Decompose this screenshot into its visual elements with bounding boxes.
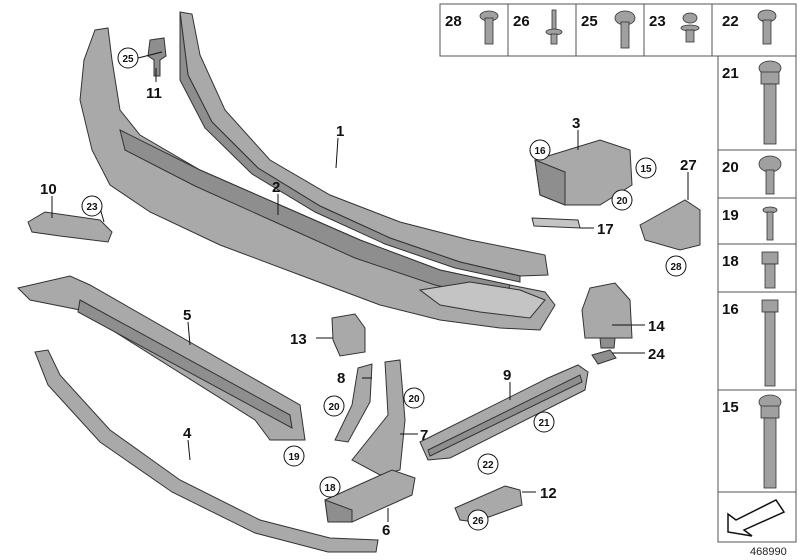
fastener-21-bolt: [758, 60, 782, 145]
fastener-label-21: 21: [722, 65, 739, 82]
svg-text:25: 25: [122, 54, 134, 65]
svg-text:19: 19: [288, 452, 300, 463]
fastener-label-20: 20: [722, 159, 739, 176]
fastener-label-28: 28: [445, 13, 462, 30]
fastener-label-25: 25: [581, 13, 598, 30]
svg-text:18: 18: [324, 483, 336, 494]
callout-17: 17: [597, 221, 614, 238]
callout-6: 6: [382, 522, 390, 539]
fastener-label-16: 16: [722, 301, 739, 318]
fastener-label-19: 19: [722, 207, 739, 224]
svg-text:20: 20: [616, 196, 628, 207]
svg-text:15: 15: [640, 164, 652, 175]
fastener-25-screw: [614, 10, 636, 49]
callout-4: 4: [183, 425, 192, 442]
svg-text:20: 20: [408, 394, 420, 405]
fastener-22-screw: [757, 9, 777, 45]
fastener-23-screw: [680, 12, 700, 43]
svg-text:26: 26: [472, 516, 484, 527]
callout-7: 7: [420, 427, 428, 444]
circled-callout-23: 23: [81, 195, 103, 217]
svg-text:28: 28: [670, 262, 682, 273]
part-17-strip: [531, 217, 581, 229]
circled-callout-20-c: 20: [403, 387, 425, 409]
callout-5: 5: [183, 307, 191, 324]
fastener-26-screw: [545, 9, 563, 45]
callout-12: 12: [540, 485, 557, 502]
part-27-bracket: [639, 199, 701, 251]
part-5-cross-member: [17, 275, 306, 441]
callout-14: 14: [648, 318, 665, 335]
circled-callout-22: 22: [477, 453, 499, 475]
fastener-table-top-row: 28 26 25 23 22: [439, 3, 797, 57]
part-4-trim-strip: [34, 349, 379, 553]
part-10-mount: [27, 211, 113, 243]
circled-callout-18: 18: [319, 476, 341, 498]
svg-text:22: 22: [482, 460, 494, 471]
part-12-plate: [454, 485, 523, 523]
circled-callout-15: 15: [635, 157, 657, 179]
fastener-label-18: 18: [722, 253, 739, 270]
fastener-label-23: 23: [649, 13, 666, 30]
callout-13: 13: [290, 331, 307, 348]
fastener-15-bolt: [758, 394, 782, 489]
part-14-support: [581, 282, 633, 349]
fastener-28-screw: [479, 10, 499, 45]
callout-9: 9: [503, 367, 511, 384]
callout-8: 8: [337, 370, 345, 387]
fastener-20-screw: [758, 155, 782, 195]
callout-10: 10: [40, 181, 57, 198]
callout-2: 2: [272, 179, 280, 196]
circled-callout-20-b: 20: [323, 395, 345, 417]
svg-text:21: 21: [538, 418, 550, 429]
callout-1: 1: [336, 123, 344, 140]
fastener-16-bolt: [761, 299, 779, 387]
part-13-bracket: [331, 313, 366, 357]
callout-11: 11: [146, 85, 162, 102]
circled-callouts: 15 16 18 19 20 20 20 21 22 23 25 26 28: [81, 47, 687, 531]
fastener-label-26: 26: [513, 13, 530, 30]
part-8-bracket: [334, 363, 373, 443]
fastener-table-right-column: 21 20 19 18 16 15: [717, 55, 797, 543]
circled-callout-19: 19: [283, 445, 305, 467]
callout-3: 3: [572, 115, 580, 132]
circled-callout-20-a: 20: [611, 189, 633, 211]
callouts: 1 2 3 4 5 6 7 8 9 10 11 12 13 14 17 24 2…: [40, 85, 697, 539]
part-2-absorber: [79, 27, 556, 331]
circled-callout-21: 21: [533, 411, 555, 433]
direction-arrow-icon: [727, 499, 786, 537]
callout-24: 24: [648, 346, 665, 363]
part-6-bracket: [324, 469, 416, 523]
callout-27: 27: [680, 157, 697, 174]
part-24-clip: [591, 349, 617, 365]
fastener-19-rivet: [762, 206, 778, 241]
leader-lines: [51, 51, 689, 522]
svg-text:20: 20: [328, 402, 340, 413]
document-number: 468990: [750, 546, 787, 558]
part-9-rail: [419, 364, 589, 461]
part-11-clip: [147, 37, 167, 77]
fastener-label-15: 15: [722, 399, 739, 416]
fastener-18-bolt: [761, 251, 779, 289]
svg-text:16: 16: [534, 146, 546, 157]
circled-callout-26: 26: [467, 509, 489, 531]
fastener-label-22: 22: [722, 13, 739, 30]
circled-callout-25: 25: [117, 47, 139, 69]
circled-callout-16: 16: [529, 139, 551, 161]
part-1-bumper-beam: [179, 11, 549, 283]
circled-callout-28: 28: [665, 255, 687, 277]
svg-text:23: 23: [86, 202, 98, 213]
